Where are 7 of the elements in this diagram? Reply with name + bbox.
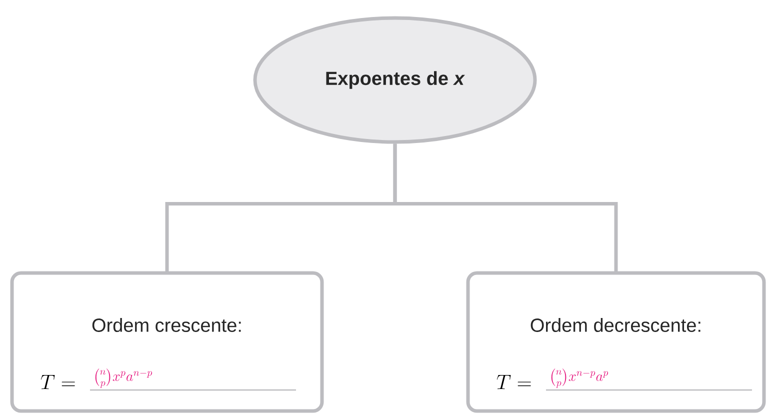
- formula-label: $T =$: [496, 375, 531, 390]
- formula-answer: $\binom{n}{p}x^{n-p}a^{p}$: [551, 368, 608, 388]
- formula-answer: $\binom{n}{p}x^{p}a^{n-p}$: [95, 368, 152, 388]
- tree-connector: [393, 144, 618, 273]
- box-heading: Ordem decrescente:: [530, 318, 700, 332]
- box-heading: Ordem crescente:: [92, 318, 241, 332]
- formula-label: $T =$: [40, 375, 75, 390]
